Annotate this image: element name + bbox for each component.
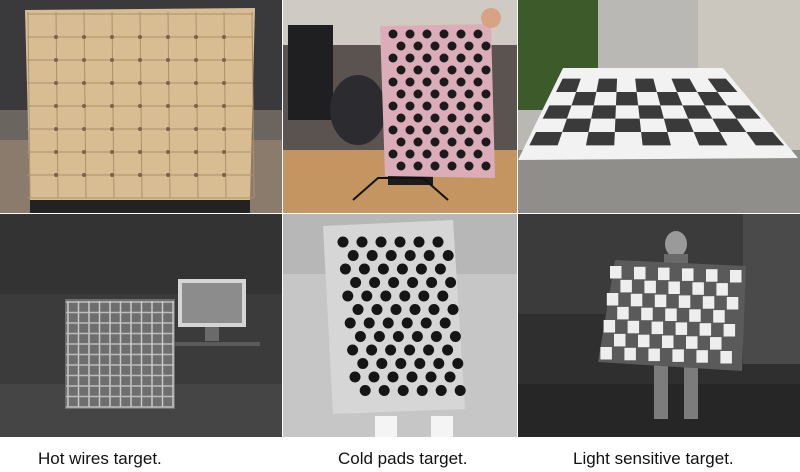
hot-wires-board [25, 8, 255, 200]
caption-cold-pads: Cold pads target. [338, 449, 468, 468]
thermal-dot-pattern [337, 236, 466, 396]
photo-hot-wires-visible [0, 0, 282, 213]
light-sensitive-board [518, 68, 798, 160]
caption-light-sensitive: Light sensitive target. [573, 449, 734, 468]
thermal-cold-pads [283, 214, 517, 437]
caption-hot-wires: Hot wires target. [38, 449, 162, 468]
thermal-checkerboard [598, 260, 746, 371]
photo-cold-pads-visible [283, 0, 517, 213]
thermal-hot-wires [0, 214, 282, 437]
photo-light-sensitive-visible [518, 0, 800, 213]
cold-pads-board [380, 24, 495, 178]
thermal-light-sensitive [518, 214, 800, 437]
thermal-wire-grid [66, 301, 174, 408]
